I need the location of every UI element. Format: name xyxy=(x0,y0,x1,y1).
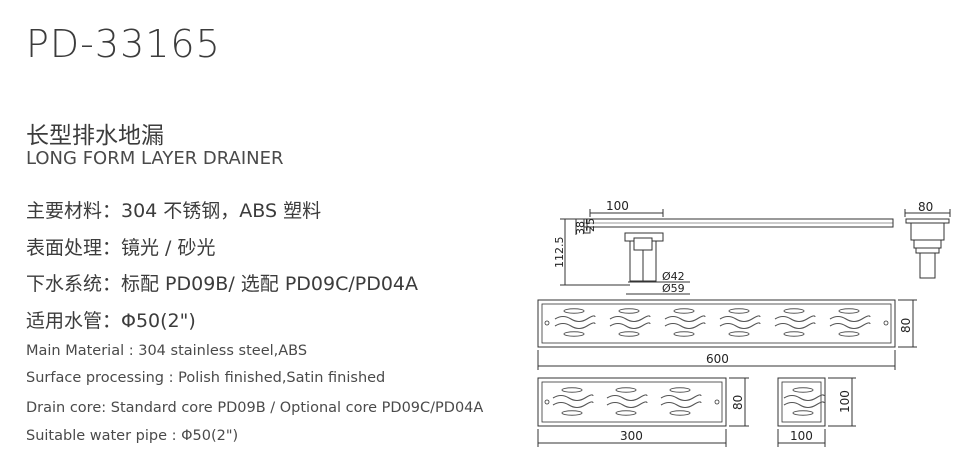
dim-sq-len: 100 xyxy=(790,429,813,443)
dim-long-w: 80 xyxy=(899,318,913,333)
spec-material-en: Main Material : 304 stainless steel,ABS xyxy=(26,343,308,359)
spec-surface-en: Surface processing : Polish finished,Sat… xyxy=(26,370,386,386)
dim-side-width: 100 xyxy=(606,199,629,213)
end-view xyxy=(904,209,951,279)
dim-long-len: 600 xyxy=(706,352,729,366)
dim-mid-len: 300 xyxy=(620,429,643,443)
side-view xyxy=(560,209,894,295)
dim-side-h25: 25 xyxy=(584,218,597,232)
spec-drain-en: Drain core: Standard core PD09B / Option… xyxy=(26,400,484,416)
grate-100 xyxy=(777,377,856,447)
grate-600 xyxy=(537,299,917,370)
product-title-en: LONG FORM LAYER DRAINER xyxy=(26,148,284,169)
dim-side-total: 112.5 xyxy=(553,237,566,269)
spec-surface-cn: 表面处理：镜光 / 砂光 xyxy=(26,237,216,259)
spec-pipe-cn: 适用水管：Φ50(2") xyxy=(26,310,196,332)
dim-sq-w: 100 xyxy=(838,390,852,413)
product-title-cn: 长型排水地漏 xyxy=(26,123,164,149)
dim-end-width: 80 xyxy=(918,200,933,214)
dim-side-h38: 38 xyxy=(574,221,587,235)
dim-d59: Ø59 xyxy=(662,282,685,295)
dim-d42: Ø42 xyxy=(662,270,685,283)
grate-300 xyxy=(537,377,749,447)
spec-material-cn: 主要材料：304 不锈钢，ABS 塑料 xyxy=(26,200,322,222)
model-number: PD-33165 xyxy=(26,22,221,66)
spec-drain-cn: 下水系统：标配 PD09B/ 选配 PD09C/PD04A xyxy=(26,273,419,295)
spec-pipe-en: Suitable water pipe : Φ50(2") xyxy=(26,428,239,444)
dim-mid-w: 80 xyxy=(731,395,745,410)
